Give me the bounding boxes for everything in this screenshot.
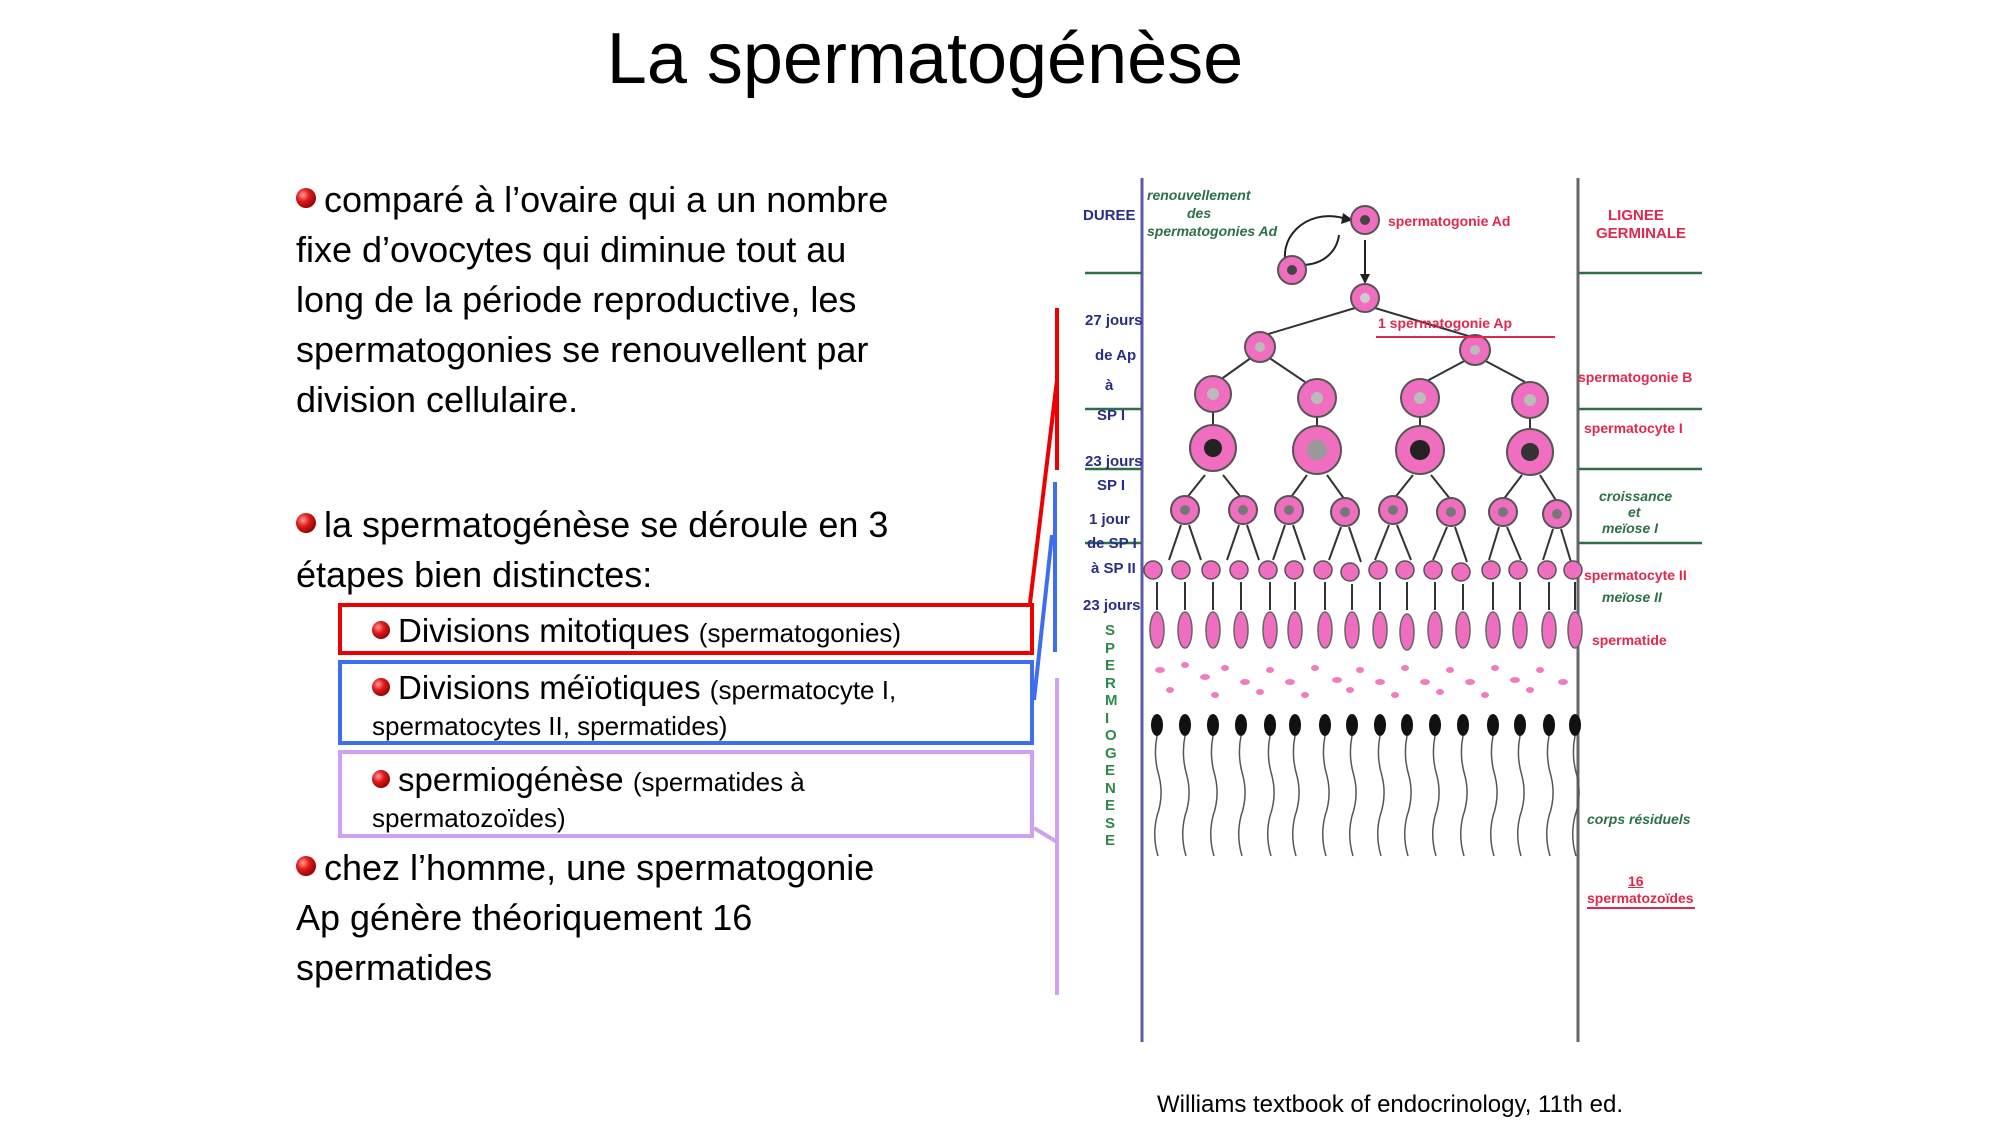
spermatid-cells xyxy=(1143,560,1583,582)
duration-label: 27 jours xyxy=(1085,312,1143,329)
duration-label: 23 jours xyxy=(1085,453,1143,470)
duration-label: SP I xyxy=(1097,477,1126,494)
bullet-text: spermatogonies se renouvellent par xyxy=(296,329,869,370)
bullet-text: chez l’homme, une spermatogonie xyxy=(324,847,875,888)
germline-header: LIGNEE xyxy=(1608,207,1664,224)
bullet-text: long de la période reproductive, les xyxy=(296,279,857,320)
duration-label: à SP II xyxy=(1091,560,1136,577)
bullet-text: spermatides xyxy=(296,947,493,988)
spermatocyte-ii-cells xyxy=(1170,495,1572,529)
slide-title: La spermatogénèse xyxy=(606,19,1244,99)
renewal-label: spermatogonies Ad xyxy=(1147,223,1278,239)
figure-drawing xyxy=(1085,178,1702,1042)
label-spermatogonie-b: spermatogonie B xyxy=(1578,369,1693,385)
label-spermatocyte-i: spermatocyte I xyxy=(1584,420,1683,436)
spermiogenesis-bracket xyxy=(1032,678,1059,995)
label-growth: croissance xyxy=(1599,488,1673,504)
label-spermatozoa: spermatozoïdes xyxy=(1587,890,1694,906)
stage-detail-continued: spermatozoïdes) xyxy=(372,803,566,833)
renewal-label: des xyxy=(1187,205,1212,221)
bullet-text: comparé à l’ovaire qui a un nombre xyxy=(324,179,889,220)
meiotic-bracket xyxy=(1032,482,1057,701)
label-meiosis-ii: meïose II xyxy=(1602,589,1662,605)
source-citation: Williams textbook of endocrinology, 11th… xyxy=(1157,1091,1624,1118)
bullet-ovary-comparison: comparé à l’ovaire qui a un nombre fixe … xyxy=(296,175,1016,425)
stage-title: spermiogénèse xyxy=(398,761,624,798)
bullet-icon xyxy=(372,678,390,697)
label-count: 16 xyxy=(1628,873,1644,889)
bullet-text: la spermatogénèse se déroule en 3 xyxy=(324,504,889,545)
bullet-icon xyxy=(372,770,390,789)
stage-box-meiotic: Divisions méïotiques (spermatocyte I, sp… xyxy=(338,660,1034,745)
label-spermatogonie-ap: 1 spermatogonie Ap xyxy=(1378,315,1513,331)
stage-detail: (spermatides à xyxy=(632,767,805,797)
bullet-icon xyxy=(296,856,316,877)
stage-box-spermiogenesis: spermiogénèse (spermatides à spermatozoï… xyxy=(338,750,1034,838)
bullet-icon xyxy=(296,188,316,209)
bullet-three-stages: la spermatogénèse se déroule en 3 étapes… xyxy=(296,500,1016,600)
duration-label: SP I xyxy=(1097,407,1126,424)
residual-bodies xyxy=(1155,662,1568,698)
label-growth: et xyxy=(1628,504,1641,520)
label-spermatogonie-ad: spermatogonie Ad xyxy=(1388,213,1511,229)
bullet-text: Ap génère théoriquement 16 xyxy=(296,897,753,938)
label-residual-bodies: corps résiduels xyxy=(1587,811,1691,827)
stage-title: Divisions méïotiques xyxy=(398,669,701,706)
duration-header: DUREE xyxy=(1083,207,1136,224)
duration-label: à xyxy=(1105,377,1114,394)
stage-box-mitotic: Divisions mitotiques (spermatogonies) xyxy=(338,603,1034,655)
bullet-sixteen-spermatids: chez l’homme, une spermatogonie Ap génèr… xyxy=(296,843,1016,993)
germline-header: GERMINALE xyxy=(1596,225,1686,242)
bullet-icon xyxy=(372,621,390,640)
duration-label: de Ap xyxy=(1095,347,1137,364)
stage-detail-continued: spermatocytes II, spermatides) xyxy=(372,711,728,741)
bullet-text: fixe d’ovocytes qui diminue tout au xyxy=(296,229,847,270)
duration-label: de SP I xyxy=(1087,535,1137,552)
bullet-icon xyxy=(296,513,316,534)
spermatogenesis-figure: DUREE 27 jours de Ap à SP I 23 jours SP … xyxy=(1075,170,1715,1045)
elongating-spermatids xyxy=(1149,611,1583,651)
label-spermatocyte-ii: spermatocyte II xyxy=(1584,567,1687,583)
duration-label: 1 jour xyxy=(1089,511,1130,528)
stage-detail: (spermatogonies) xyxy=(698,618,902,648)
stage-detail: (spermatocyte I, xyxy=(709,675,897,705)
bullet-text: étapes bien distinctes: xyxy=(296,554,653,595)
duration-label: 23 jours xyxy=(1083,597,1141,614)
label-meiosis-i: meïose I xyxy=(1602,520,1659,536)
mitotic-bracket xyxy=(1028,308,1059,604)
spermatozoa xyxy=(1151,714,1581,857)
label-spermatid: spermatide xyxy=(1592,632,1667,648)
spermiogenesis-vertical-label: SPERMIOGENESE xyxy=(1105,622,1118,849)
stage-title: Divisions mitotiques xyxy=(398,612,690,649)
bullet-text: division cellulaire. xyxy=(296,379,579,420)
renewal-label: renouvellement xyxy=(1147,187,1251,203)
